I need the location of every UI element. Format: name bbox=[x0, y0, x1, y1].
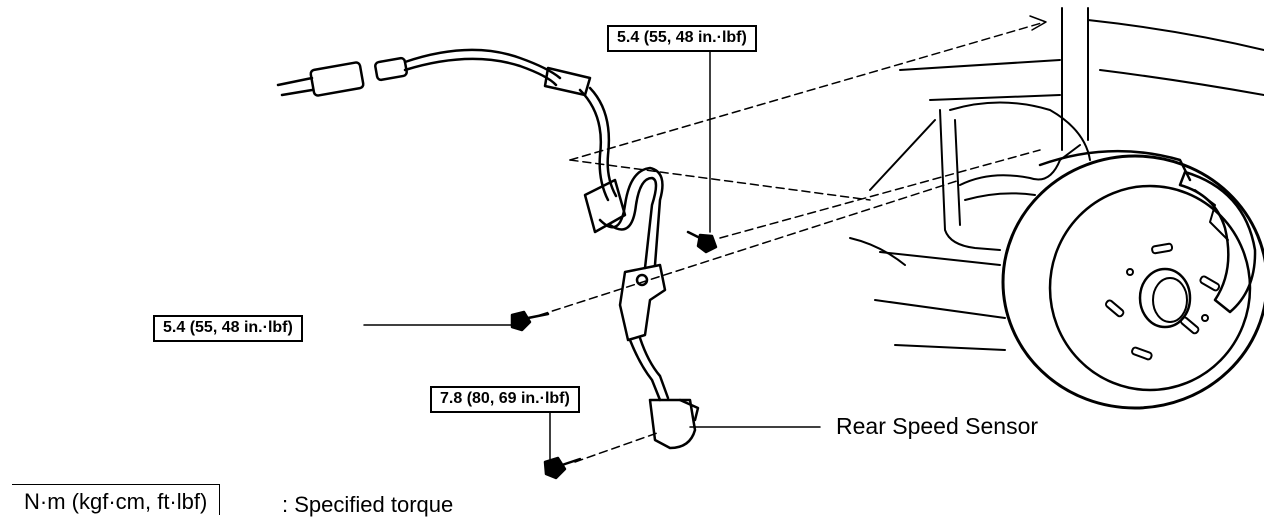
harness-connector bbox=[309, 61, 365, 97]
harness-clip bbox=[583, 178, 627, 234]
hub-inner bbox=[1152, 277, 1188, 323]
bolt-shank bbox=[560, 457, 582, 467]
sensor-harness-routing bbox=[964, 192, 1036, 201]
hub-outer bbox=[1138, 267, 1192, 329]
torque-callout-bracket-bolt: 5.4 (55, 48 in.·lbf) bbox=[153, 315, 303, 342]
caliper-detail bbox=[1194, 189, 1229, 241]
sensor-bolt bbox=[543, 456, 582, 480]
brake-caliper bbox=[1178, 170, 1257, 314]
bolt-shank bbox=[686, 230, 702, 240]
rear-speed-sensor bbox=[648, 398, 700, 450]
lug-hole bbox=[1199, 275, 1221, 292]
guide-line-bolt bbox=[719, 149, 1041, 239]
torque-legend-description: : Specified torque bbox=[282, 492, 454, 517]
bolt-head bbox=[510, 310, 532, 332]
bolt-head bbox=[696, 233, 718, 254]
vehicle-body-lines bbox=[849, 7, 1264, 351]
harness-wire bbox=[638, 336, 670, 400]
sensor-harness bbox=[276, 48, 670, 402]
lug-hole bbox=[1151, 242, 1174, 255]
hub-pin bbox=[1201, 314, 1209, 322]
harness-wire bbox=[598, 166, 664, 267]
upper-bolt bbox=[686, 230, 718, 254]
bolt-head bbox=[543, 456, 567, 480]
harness-connector-plug bbox=[374, 56, 408, 82]
torque-callout-sensor-bolt: 7.8 (80, 69 in.·lbf) bbox=[430, 386, 580, 413]
body-panel bbox=[1099, 69, 1264, 96]
bolt-shank bbox=[526, 312, 550, 320]
bracket-hole bbox=[635, 273, 649, 287]
torque-legend-symbol: N·m (kgf·cm, ft·lbf) bbox=[12, 484, 221, 515]
guide-line-upper-return bbox=[569, 159, 871, 201]
guide-arrow-icon bbox=[1029, 15, 1047, 31]
lug-hole bbox=[1104, 299, 1125, 318]
body-panel bbox=[869, 119, 936, 191]
shock-absorber bbox=[1061, 7, 1089, 151]
installation-guide-lines bbox=[539, 21, 1046, 463]
brake-disc-assembly bbox=[1001, 149, 1264, 410]
disc-inner-rim bbox=[1048, 184, 1252, 392]
leader-lines bbox=[363, 51, 821, 461]
body-panel bbox=[849, 237, 906, 266]
harness-wire bbox=[608, 176, 658, 270]
harness-wire bbox=[588, 86, 618, 198]
harness-wire bbox=[403, 48, 562, 80]
caliper-detail bbox=[1038, 149, 1192, 182]
body-panel bbox=[874, 299, 1006, 319]
sensor-tip bbox=[678, 398, 700, 422]
guide-line-bracket bbox=[539, 179, 961, 316]
disc-outer-rim bbox=[1001, 154, 1264, 410]
guide-line-sensor bbox=[574, 431, 661, 463]
lug-hole bbox=[1131, 346, 1153, 361]
harness-wire bbox=[628, 338, 662, 402]
harness-lead-wire bbox=[276, 76, 314, 97]
sensor-bracket bbox=[618, 263, 667, 342]
rear-speed-sensor-label: Rear Speed Sensor bbox=[836, 413, 1039, 439]
sensor-harness-routing bbox=[959, 144, 1081, 186]
body-panel bbox=[929, 94, 1061, 101]
hub-pin bbox=[1126, 268, 1134, 276]
lug-hole bbox=[1179, 316, 1200, 335]
suspension-arm bbox=[939, 109, 1001, 251]
harness-wire bbox=[578, 88, 610, 202]
harness-wire bbox=[403, 57, 558, 87]
sensor-body bbox=[648, 398, 697, 450]
body-panel bbox=[1087, 19, 1264, 51]
body-panel bbox=[894, 344, 1006, 351]
inner-wheelhouse bbox=[949, 101, 1091, 161]
body-panel bbox=[879, 251, 1001, 266]
torque-callout-upper-bolt: 5.4 (55, 48 in.·lbf) bbox=[607, 25, 757, 52]
guide-line-upper bbox=[569, 21, 1046, 161]
bracket-bolt bbox=[510, 310, 550, 332]
body-panel bbox=[899, 59, 1061, 71]
